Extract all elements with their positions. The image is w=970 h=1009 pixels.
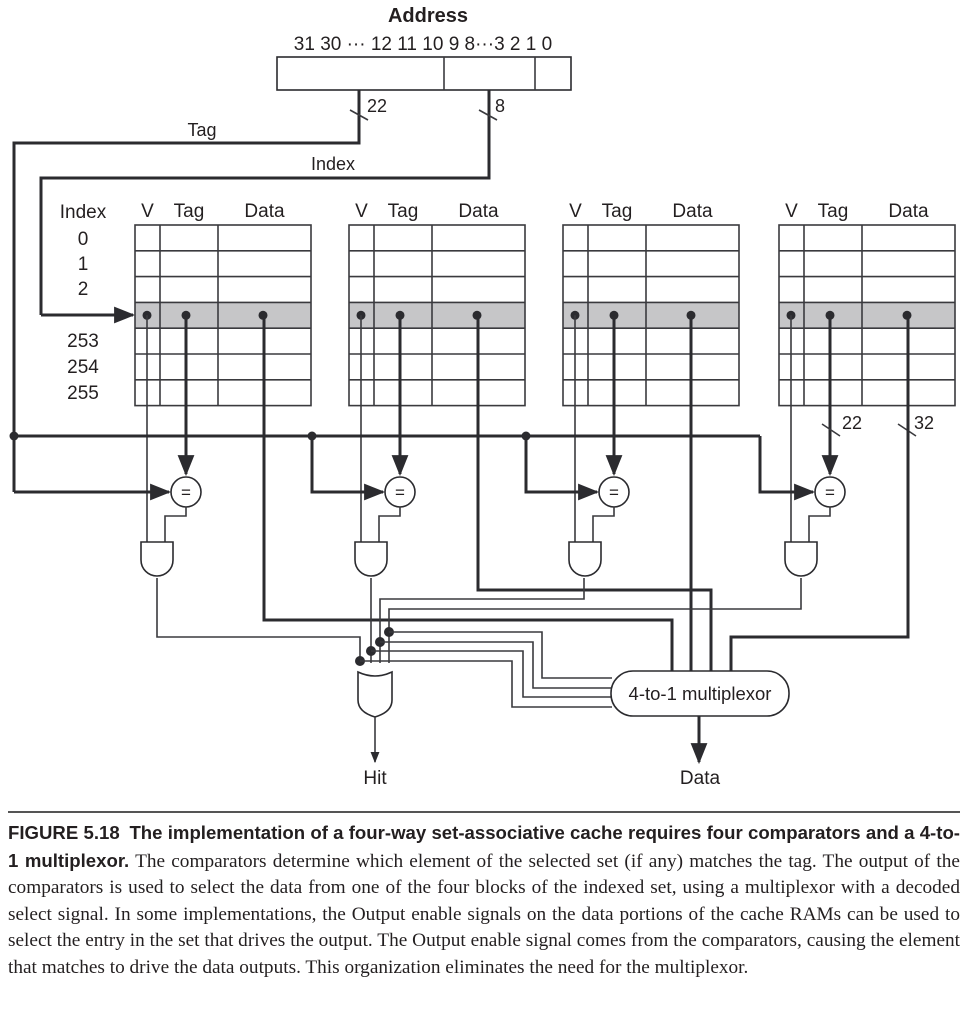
match-line	[164, 507, 187, 542]
select-line-way0	[156, 578, 361, 663]
tag-wire	[12, 90, 361, 492]
data-dot	[686, 310, 696, 320]
match-line	[808, 507, 831, 542]
mux-select-1	[371, 650, 612, 698]
cache-table	[348, 224, 526, 407]
column-header-v: V	[785, 201, 798, 222]
row-label: 0	[78, 229, 89, 250]
selected-set-row	[135, 302, 311, 329]
mux-select-2	[380, 641, 612, 689]
address-bit-labels: 31 30 ··· 12 11 10 9 8···3 2 1 0	[294, 34, 552, 55]
match-line	[378, 507, 401, 542]
data-line-way3	[729, 316, 910, 672]
address-tag-line	[758, 436, 816, 501]
and-gate	[568, 541, 602, 577]
column-header-tag: Tag	[602, 201, 633, 222]
cache-table	[778, 224, 956, 407]
hit-output-label: Hit	[363, 768, 387, 789]
index-header: Index	[60, 202, 107, 223]
tag-bus-width: 22	[842, 413, 862, 433]
tag-wire-label: Tag	[187, 120, 216, 140]
and-gate	[354, 541, 388, 577]
comparator-symbol: =	[395, 483, 405, 502]
row-label: 254	[67, 357, 99, 378]
figure-caption: FIGURE 5.18 The implementation of a four…	[8, 820, 960, 982]
address-tag-line	[310, 436, 386, 501]
cache-way-0: V Tag Data =	[14, 201, 312, 577]
address-title: Address	[388, 5, 468, 27]
select-line-way2	[379, 578, 585, 663]
row-label: 253	[67, 331, 99, 352]
column-header-tag: Tag	[818, 201, 849, 222]
caption-divider	[8, 811, 960, 813]
match-line	[592, 507, 615, 542]
figure-body: The comparators determine which element …	[8, 850, 960, 978]
tag-width-label: 22	[367, 96, 387, 116]
cache-table	[562, 224, 740, 407]
mux-select-3	[389, 631, 612, 679]
selected-set-row	[563, 302, 739, 329]
column-header-v: V	[569, 201, 582, 222]
figure-number: FIGURE 5.18	[8, 822, 120, 843]
and-gate	[784, 541, 818, 577]
column-header-v: V	[141, 201, 154, 222]
column-header-data: Data	[672, 201, 713, 222]
column-header-data: Data	[458, 201, 499, 222]
multiplexor-label: 4-to-1 multiplexor	[629, 683, 772, 704]
data-line-way0	[262, 316, 674, 672]
index-wire-label: Index	[311, 154, 355, 174]
index-width-label: 8	[495, 96, 505, 116]
data-output-label: Data	[680, 768, 721, 789]
data-line-way1	[476, 316, 713, 672]
mux-select-0	[360, 660, 612, 708]
selected-set-row	[779, 302, 955, 329]
row-label: 255	[67, 383, 99, 404]
column-header-data: Data	[244, 201, 285, 222]
cache-diagram: Address 31 30 ··· 12 11 10 9 8···3 2 1 0…	[9, 5, 956, 789]
index-wire	[39, 90, 491, 315]
cache-way-2: V Tag Data =	[521, 201, 740, 577]
cache-way-1: V Tag Data =	[307, 201, 526, 577]
selected-set-row	[349, 302, 525, 329]
comparator-symbol: =	[825, 483, 835, 502]
cache-way-3: V Tag Data =	[758, 201, 956, 577]
tag-width-slash	[349, 109, 369, 121]
comparator-symbol: =	[609, 483, 619, 502]
data-bus-width: 32	[914, 413, 934, 433]
comparator-symbol: =	[181, 483, 191, 502]
row-label: 1	[78, 254, 89, 275]
tag-bus-slash	[821, 423, 841, 437]
index-width-slash	[478, 109, 498, 121]
column-header-tag: Tag	[174, 201, 205, 222]
column-header-v: V	[355, 201, 368, 222]
column-header-tag: Tag	[388, 201, 419, 222]
row-label: 2	[78, 279, 89, 300]
junction-dot	[9, 431, 19, 441]
address-register	[276, 56, 572, 91]
or-gate	[357, 670, 393, 718]
address-tag-line	[524, 436, 600, 501]
column-header-data: Data	[888, 201, 929, 222]
and-gate	[140, 541, 174, 577]
cache-table	[134, 224, 312, 407]
figure-title: The implementation of a four-way set-ass…	[8, 822, 960, 871]
